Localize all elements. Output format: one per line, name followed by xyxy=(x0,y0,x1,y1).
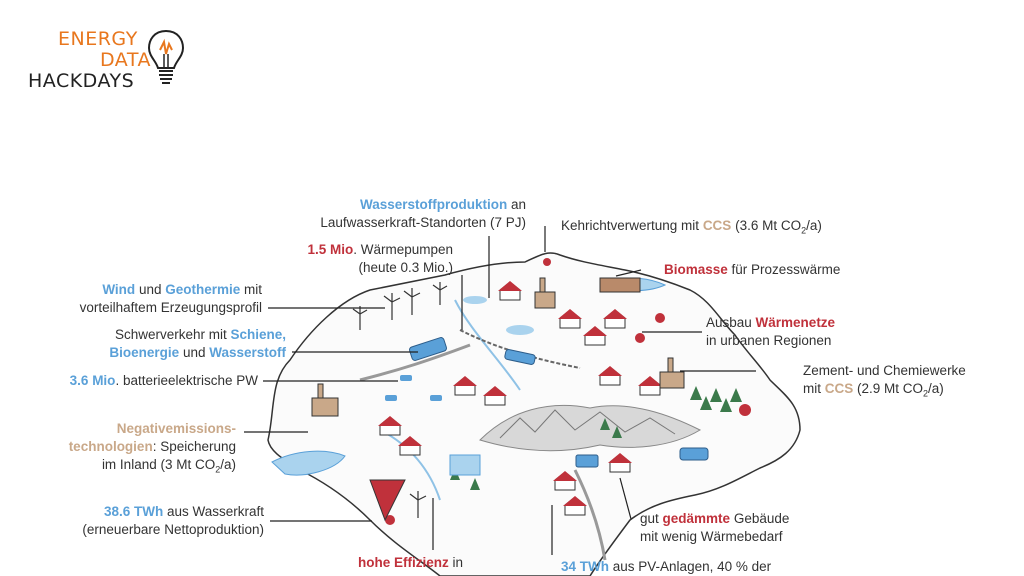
car-icon xyxy=(400,375,412,381)
text: (heute 0.3 Mio.) xyxy=(358,260,453,275)
factory-icons xyxy=(311,277,685,417)
label-waermepumpen: 1.5 Mio. Wärmepumpen (heute 0.3 Mio.) xyxy=(260,241,453,277)
highlight-waermenetze: Wärmenetze xyxy=(755,315,836,330)
label-wind-geothermie: Wind und Geothermie mit vorteilhaftem Er… xyxy=(20,281,262,317)
highlight-wasserstoff: Wasserstoff xyxy=(209,345,286,360)
hydro-dam-icon xyxy=(369,479,406,522)
label-zement-chemiewerke: Zement- und Chemiewerke mit CCS (2.9 Mt … xyxy=(803,362,966,398)
highlight-technologien: technologien xyxy=(68,439,153,454)
text: /a) xyxy=(806,218,822,233)
text: Gebäude xyxy=(730,511,790,526)
text: aus PV-Anlagen, 40 % der xyxy=(609,559,772,574)
text: Zement- und Chemiewerke xyxy=(803,363,966,378)
highlight-ccs: CCS xyxy=(824,381,854,396)
highlight-biomasse: Biomasse xyxy=(664,262,728,277)
train-icon xyxy=(679,447,709,461)
tree-icons xyxy=(450,386,742,490)
leader-lines xyxy=(244,226,756,555)
house-icons xyxy=(378,281,662,516)
road xyxy=(359,343,471,382)
logo-line-data: DATA xyxy=(100,49,151,71)
label-batterieelektrische-pw: 3.6 Mio. batterieelektrische PW xyxy=(20,372,258,390)
text: an xyxy=(507,197,526,212)
highlight-wasserstoffproduktion: Wasserstoffproduktion xyxy=(359,197,508,212)
train-icon xyxy=(504,349,536,365)
subscript: 2 xyxy=(923,388,929,399)
highlight-waermepumpen: 1.5 Mio xyxy=(307,242,354,257)
text: vorteilhaftem Erzeugungsprofil xyxy=(79,300,262,315)
text: für Prozesswärme xyxy=(727,262,841,277)
logo-line-energy: ENERGY xyxy=(58,28,138,50)
subscript: 2 xyxy=(801,225,807,236)
lake-small xyxy=(463,296,487,304)
label-waermenetze: Ausbau Wärmenetze in urbanen Regionen xyxy=(706,314,835,350)
label-kehrichtverwertung: Kehrichtverwertung mit CCS (3.6 Mt CO2/a… xyxy=(561,217,822,235)
text: Ausbau xyxy=(706,315,756,330)
subscript: 2 xyxy=(215,464,221,475)
text: (erneuerbare Nettoproduktion) xyxy=(82,522,264,537)
train-icon xyxy=(408,337,448,361)
text: in urbanen Regionen xyxy=(706,333,832,348)
text: (2.9 Mt CO xyxy=(853,381,924,396)
logo-line-hackdays: HACKDAYS xyxy=(28,70,135,92)
car-icon xyxy=(385,395,397,401)
road-south xyxy=(573,469,607,561)
label-wasserkraft: 38.6 TWh aus Wasserkraft (erneuerbare Ne… xyxy=(20,503,264,539)
highlight-geothermie: Geothermie xyxy=(165,282,241,297)
lake-geneva xyxy=(271,450,346,476)
highlight-schiene: Schiene, xyxy=(230,327,286,342)
text: . Wärmepumpen xyxy=(353,242,453,257)
text: aus Wasserkraft xyxy=(163,504,264,519)
text: gut xyxy=(640,511,663,526)
wind-turbine-icons xyxy=(352,282,448,518)
highlight-pv: 34 TWh xyxy=(561,559,610,574)
heat-network-icons xyxy=(385,258,751,525)
text: mit xyxy=(240,282,262,297)
text: Kehrichtverwertung mit xyxy=(561,218,703,233)
railway xyxy=(459,329,581,369)
text: im Inland (3 Mt CO xyxy=(101,457,216,472)
text: Laufwasserkraft-Standorten (7 PJ) xyxy=(320,215,526,230)
text: . batterieelektrische PW xyxy=(115,373,258,388)
text: und xyxy=(135,282,166,297)
text: (3.6 Mt CO xyxy=(731,218,802,233)
text: /a) xyxy=(220,457,236,472)
highlight-wind: Wind xyxy=(102,282,136,297)
truck-icon xyxy=(575,454,599,468)
highlight-ccs: CCS xyxy=(702,218,732,233)
lightbulb-icon xyxy=(147,29,185,84)
highlight-pw-count: 3.6 Mio xyxy=(69,373,116,388)
text: mit wenig Wärmebedarf xyxy=(640,529,783,544)
text: Schwerverkehr mit xyxy=(114,327,231,342)
label-gebaeude: gut gedämmte Gebäude mit wenig Wärmebeda… xyxy=(640,510,789,546)
reservoir-icon xyxy=(449,454,481,476)
highlight-wasserkraft: 38.6 TWh xyxy=(103,504,164,519)
text: in xyxy=(448,555,464,570)
highlight-effizienz: hohe Effizienz xyxy=(358,555,449,570)
label-biomasse: Biomasse für Prozesswärme xyxy=(664,261,840,279)
label-effizienz: hohe Effizienz in xyxy=(358,554,463,572)
text: /a) xyxy=(928,381,944,396)
alps-mountains xyxy=(479,404,702,452)
text: und xyxy=(179,345,210,360)
car-icon xyxy=(430,395,442,401)
highlight-gedaemmte: gedämmte xyxy=(662,511,731,526)
label-pv-anlagen: 34 TWh aus PV-Anlagen, 40 % der xyxy=(561,558,771,576)
energy-data-hackdays-logo: ENERGY DATA HACKDAYS xyxy=(28,28,188,98)
river xyxy=(454,299,521,391)
mountain-ridge xyxy=(499,409,676,439)
highlight-negativemissions: Negativemissions- xyxy=(116,421,236,436)
label-schwerverkehr: Schwerverkehr mit Schiene, Bioenergie un… xyxy=(40,326,286,362)
label-negativemissionstechnologien: Negativemissions- technologien: Speicher… xyxy=(20,420,236,474)
lake-zurich xyxy=(506,325,534,335)
text: : Speicherung xyxy=(152,439,236,454)
label-wasserstoffproduktion: Wasserstoffproduktion an Laufwasserkraft… xyxy=(300,196,526,232)
highlight-bioenergie: Bioenergie xyxy=(109,345,180,360)
text: mit xyxy=(803,381,825,396)
